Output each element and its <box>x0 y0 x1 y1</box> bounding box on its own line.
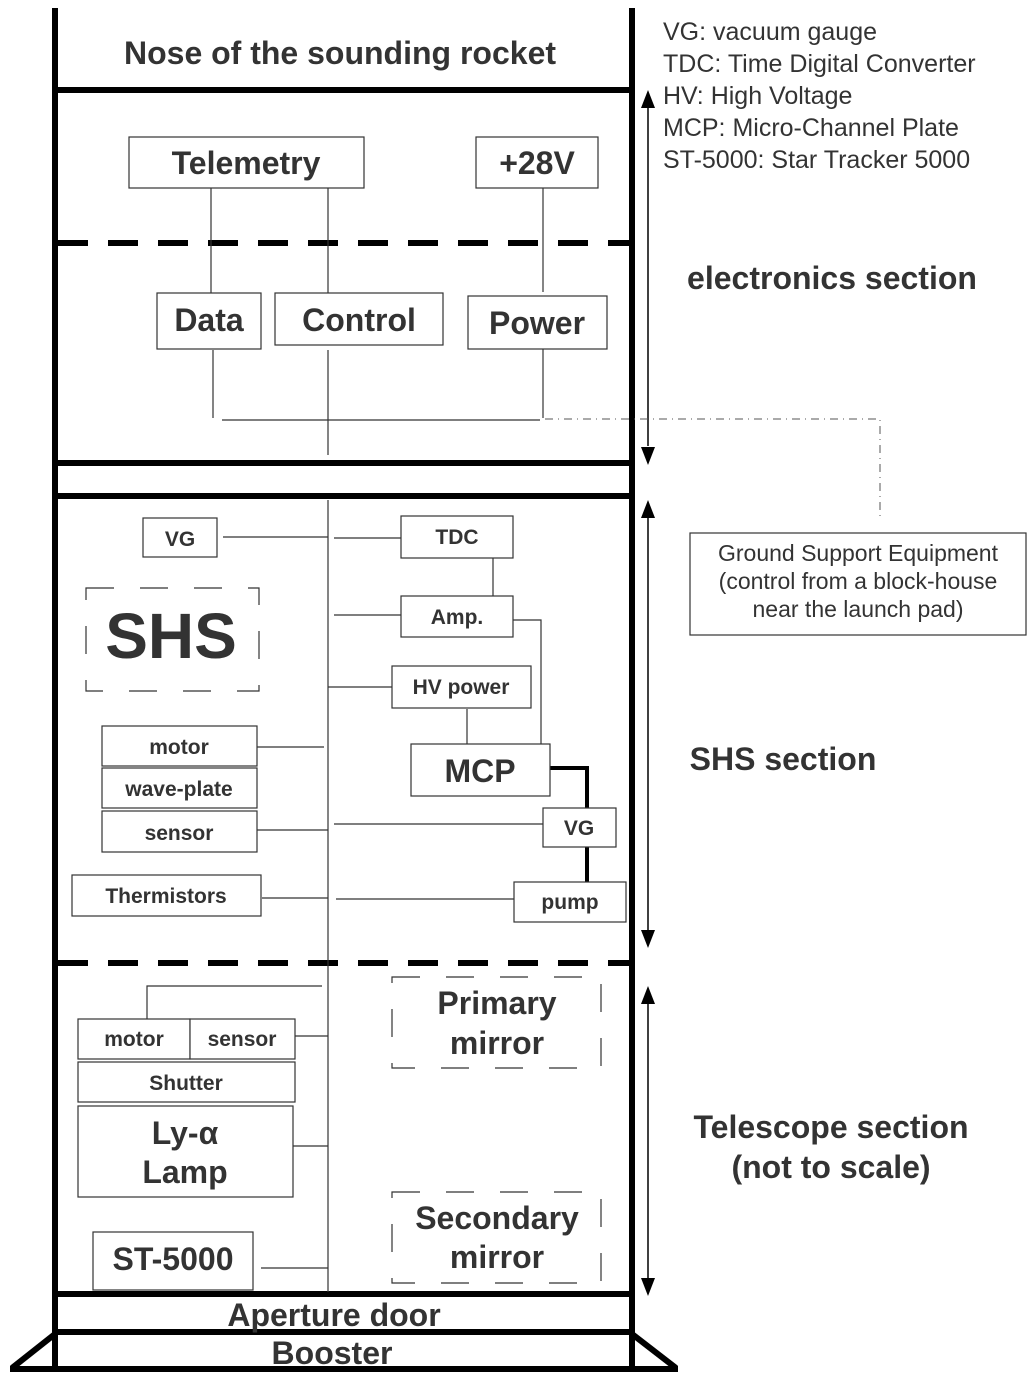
amp-box: Amp. <box>400 595 514 638</box>
shs-section-label: SHS section <box>690 741 877 777</box>
ground-support-equipment-box: Ground Support Equipment (control from a… <box>689 532 1027 636</box>
telescope-sensor-box: sensor <box>189 1018 296 1060</box>
legend-item: HV: High Voltage <box>663 82 852 110</box>
sensor-label: sensor <box>145 822 214 845</box>
arrow-head-down <box>641 930 655 948</box>
hv-power-label: HV power <box>413 676 510 699</box>
telemetry-box: Telemetry <box>128 136 365 189</box>
legend-item: ST-5000: Star Tracker 5000 <box>663 146 970 174</box>
gse-label: near the launch pad) <box>753 596 964 622</box>
legend: VG: vacuum gauge TDC: Time Digital Conve… <box>663 18 976 174</box>
motor-label: motor <box>149 736 209 759</box>
telescope-section-label: Telescope section <box>693 1109 968 1145</box>
hv-power-box: HV power <box>391 665 532 709</box>
sensor-label: sensor <box>208 1028 277 1051</box>
shutter-box: Shutter <box>77 1061 296 1103</box>
tdc-box: TDC <box>400 515 514 559</box>
pump-label: pump <box>541 891 598 914</box>
vg-right-label: VG <box>564 817 594 840</box>
data-box: Data <box>156 292 262 350</box>
primary-mirror-label: mirror <box>450 1025 544 1061</box>
rocket-structure <box>10 8 678 1372</box>
secondary-mirror-label: Secondary <box>415 1200 579 1236</box>
electronics-section: Telemetry +28V Data Control Power <box>128 136 881 520</box>
right-fin <box>630 1331 678 1371</box>
shutter-label: Shutter <box>149 1072 223 1095</box>
booster-label: Booster <box>272 1335 393 1371</box>
arrow-head-up <box>641 90 655 108</box>
lamp-label: Ly-α <box>152 1115 219 1151</box>
arrow-head-up <box>641 986 655 1004</box>
sensor-box: sensor <box>101 810 258 853</box>
arrow-head-down <box>641 1278 655 1296</box>
plus28v-label: +28V <box>499 145 575 181</box>
aperture-door-label: Aperture door <box>227 1297 440 1333</box>
legend-item: MCP: Micro-Channel Plate <box>663 114 959 142</box>
control-label: Control <box>302 302 416 338</box>
wave-plate-label: wave-plate <box>124 778 232 801</box>
lamp-label: Lamp <box>142 1154 227 1190</box>
amp-label: Amp. <box>431 606 484 629</box>
shs-section: VG TDC SHS Amp. HV power MCP motor wave <box>71 500 627 1292</box>
left-fin <box>10 1331 57 1371</box>
electronics-section-label: electronics section <box>687 260 977 296</box>
shs-title-box: SHS <box>85 587 260 692</box>
vg-left-box: VG <box>142 517 218 558</box>
thermistors-box: Thermistors <box>71 874 262 917</box>
telescope-section-note: (not to scale) <box>731 1149 930 1185</box>
power-box: Power <box>467 295 608 350</box>
mcp-label: MCP <box>444 753 515 789</box>
vacuum-pipe <box>550 766 589 808</box>
shs-title: SHS <box>105 600 237 672</box>
gse-link <box>545 418 881 520</box>
legend-item: TDC: Time Digital Converter <box>663 50 976 78</box>
primary-mirror: Primary mirror <box>391 976 602 1069</box>
arrow-head-up <box>641 500 655 518</box>
nose-label: Nose of the sounding rocket <box>124 35 556 71</box>
mcp-box: MCP <box>410 743 551 797</box>
plus28v-box: +28V <box>475 136 599 189</box>
gse-label: (control from a block-house <box>719 568 998 594</box>
motor-box: motor <box>101 725 258 767</box>
power-label: Power <box>489 305 585 341</box>
pump-box: pump <box>513 881 627 923</box>
wave-plate-box: wave-plate <box>101 767 258 809</box>
telescope-motor-box: motor <box>77 1018 191 1060</box>
telemetry-label: Telemetry <box>172 145 321 181</box>
gse-label: Ground Support Equipment <box>718 540 999 566</box>
telescope-section: Primary mirror motor sensor Shutter Ly-α… <box>77 976 602 1291</box>
legend-item: VG: vacuum gauge <box>663 18 877 46</box>
lyman-alpha-lamp-box: Ly-α Lamp <box>77 1105 294 1198</box>
section-arrows <box>641 90 655 1296</box>
motor-label: motor <box>104 1028 164 1051</box>
control-box: Control <box>274 292 444 346</box>
tdc-label: TDC <box>435 526 478 549</box>
secondary-mirror-label: mirror <box>450 1239 544 1275</box>
st5000-label: ST-5000 <box>113 1241 234 1277</box>
arrow-head-down <box>641 447 655 465</box>
vg-left-label: VG <box>165 528 195 551</box>
star-tracker-box: ST-5000 <box>92 1231 254 1291</box>
vg-right-box: VG <box>542 807 617 848</box>
secondary-mirror: Secondary mirror <box>391 1191 602 1284</box>
data-label: Data <box>174 302 244 338</box>
primary-mirror-label: Primary <box>437 985 556 1021</box>
thermistors-label: Thermistors <box>105 885 226 908</box>
